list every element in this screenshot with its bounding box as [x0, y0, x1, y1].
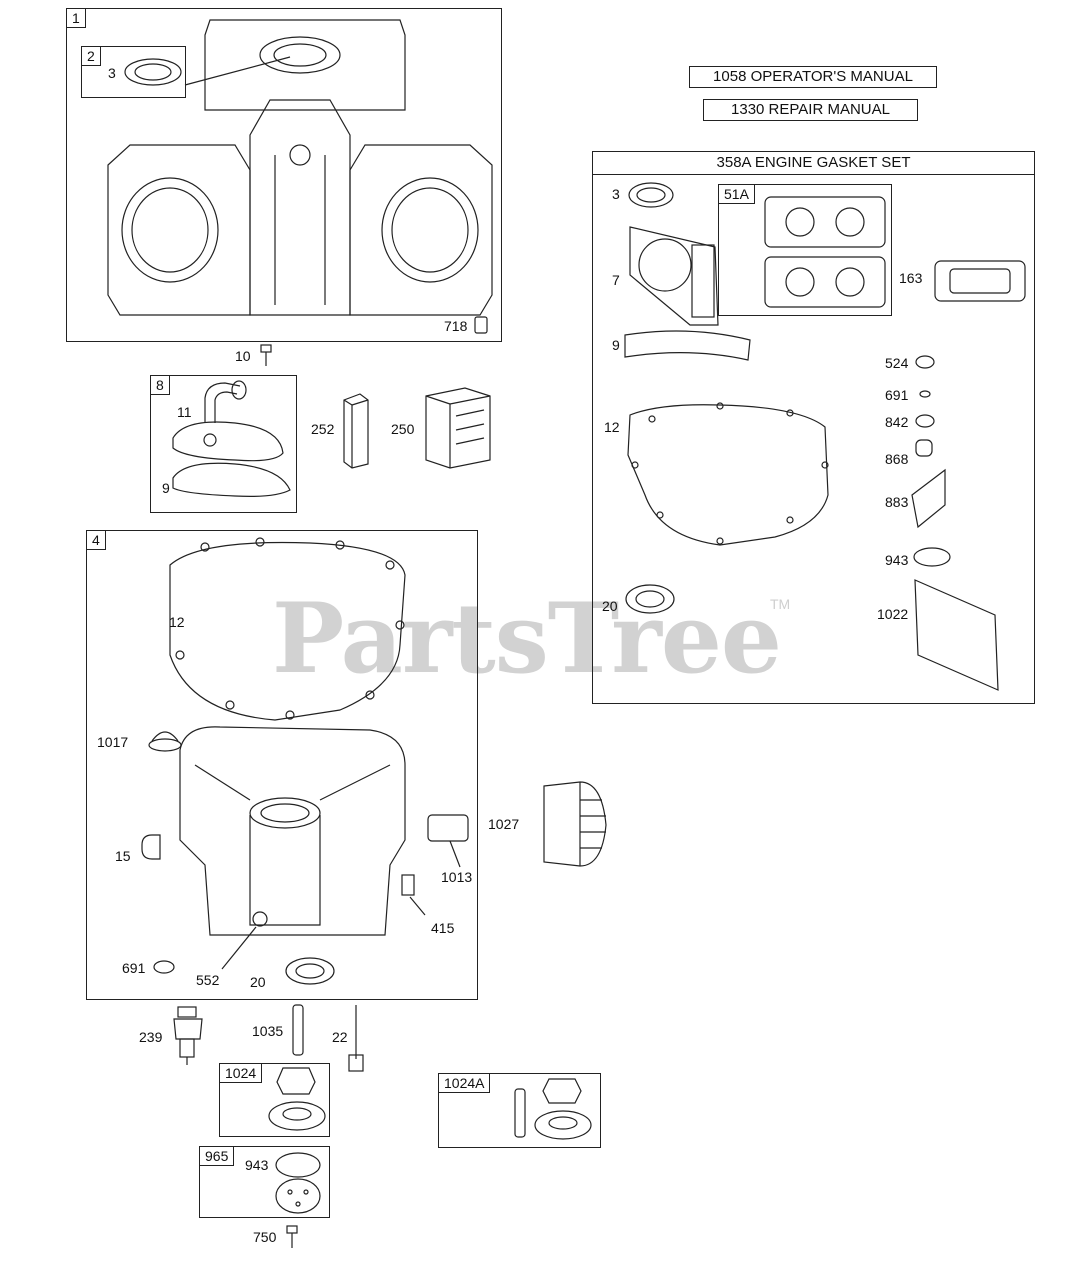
part-label-718[interactable]: 718: [444, 318, 468, 334]
part-label-20-set[interactable]: 20: [602, 598, 618, 614]
trademark: TM: [770, 596, 791, 612]
pin-1035-drawing[interactable]: [290, 1003, 306, 1057]
sump-assembly-drawing[interactable]: [100, 535, 480, 995]
group-1024-box: 1024: [219, 1063, 330, 1137]
cylinder-block-drawing[interactable]: [100, 15, 500, 335]
gasket-set-drawing[interactable]: [600, 175, 1030, 700]
oil-filter-1027-drawing[interactable]: [540, 780, 612, 870]
group-2-box: 2: [81, 46, 186, 98]
part-label-3-top[interactable]: 3: [108, 65, 116, 81]
breather-filter-252-drawing[interactable]: [340, 390, 370, 470]
part-label-239[interactable]: 239: [139, 1029, 163, 1045]
watermark: PartsTree: [272, 582, 782, 695]
group-1024-tag[interactable]: 1024: [219, 1063, 263, 1083]
part-label-1022[interactable]: 1022: [877, 606, 909, 622]
gasket-set-box: 358A ENGINE GASKET SET 51A: [592, 151, 1035, 704]
part-label-11[interactable]: 11: [177, 404, 192, 420]
group-965-tag[interactable]: 965: [199, 1146, 235, 1166]
part-label-868[interactable]: 868: [885, 451, 909, 467]
group-2-tag[interactable]: 2: [81, 46, 101, 66]
part-label-1017[interactable]: 1017: [97, 734, 129, 750]
group-1024a-box: 1024A: [438, 1073, 601, 1148]
oil-pump-cover-965-drawing[interactable]: [270, 1148, 330, 1218]
group-1024a-tag[interactable]: 1024A: [438, 1073, 491, 1093]
screw-750-drawing[interactable]: [284, 1224, 300, 1250]
part-label-415[interactable]: 415: [431, 920, 455, 936]
part-label-15[interactable]: 15: [115, 848, 131, 864]
part-label-750[interactable]: 750: [253, 1229, 277, 1245]
part-label-842[interactable]: 842: [885, 414, 909, 430]
group-1-tag[interactable]: 1: [66, 8, 86, 28]
part-label-9-set[interactable]: 9: [612, 337, 620, 353]
part-label-252[interactable]: 252: [311, 421, 335, 437]
operator-manual-ref[interactable]: 1058 OPERATOR'S MANUAL: [689, 66, 937, 88]
part-label-12-left[interactable]: 12: [169, 614, 185, 630]
group-51a-tag[interactable]: 51A: [718, 184, 755, 204]
group-51a-box: 51A: [718, 184, 892, 316]
part-label-1027[interactable]: 1027: [488, 816, 520, 832]
oil-pump-1024-drawing[interactable]: [265, 1064, 329, 1134]
part-label-524[interactable]: 524: [885, 355, 909, 371]
part-label-943-left[interactable]: 943: [245, 1157, 269, 1173]
part-label-163[interactable]: 163: [899, 270, 923, 286]
part-label-10[interactable]: 10: [235, 348, 251, 364]
part-label-20-left[interactable]: 20: [250, 974, 266, 990]
part-label-3-set[interactable]: 3: [612, 186, 620, 202]
part-label-22[interactable]: 22: [332, 1029, 348, 1045]
breather-screen-250-drawing[interactable]: [420, 386, 495, 470]
bolt-22-drawing[interactable]: [346, 1003, 366, 1075]
gasket-set-title[interactable]: 358A ENGINE GASKET SET: [593, 152, 1034, 175]
part-label-9-left[interactable]: 9: [162, 480, 170, 496]
part-label-250[interactable]: 250: [391, 421, 415, 437]
part-label-883[interactable]: 883: [885, 494, 909, 510]
oil-pump-1024a-drawing[interactable]: [505, 1075, 595, 1145]
part-label-552[interactable]: 552: [196, 972, 220, 988]
part-label-1013[interactable]: 1013: [441, 869, 473, 885]
part-label-691-left[interactable]: 691: [122, 960, 146, 976]
part-label-12-set[interactable]: 12: [604, 419, 620, 435]
group-4-tag[interactable]: 4: [86, 530, 106, 550]
screw-10-drawing[interactable]: [258, 344, 274, 368]
part-label-7[interactable]: 7: [612, 272, 620, 288]
group-8-box: 8: [150, 375, 297, 513]
group-1-box: 1 2: [66, 8, 502, 342]
breather-drawing[interactable]: [165, 378, 295, 508]
group-4-box: 4: [86, 530, 478, 1000]
part-label-1035[interactable]: 1035: [252, 1023, 284, 1039]
part-label-691-set[interactable]: 691: [885, 387, 909, 403]
repair-manual-ref[interactable]: 1330 REPAIR MANUAL: [703, 99, 918, 121]
part-label-943-set[interactable]: 943: [885, 552, 909, 568]
group-8-tag[interactable]: 8: [150, 375, 170, 395]
group-965-box: 965: [199, 1146, 330, 1218]
oil-pressure-switch-239-drawing[interactable]: [170, 1005, 210, 1067]
